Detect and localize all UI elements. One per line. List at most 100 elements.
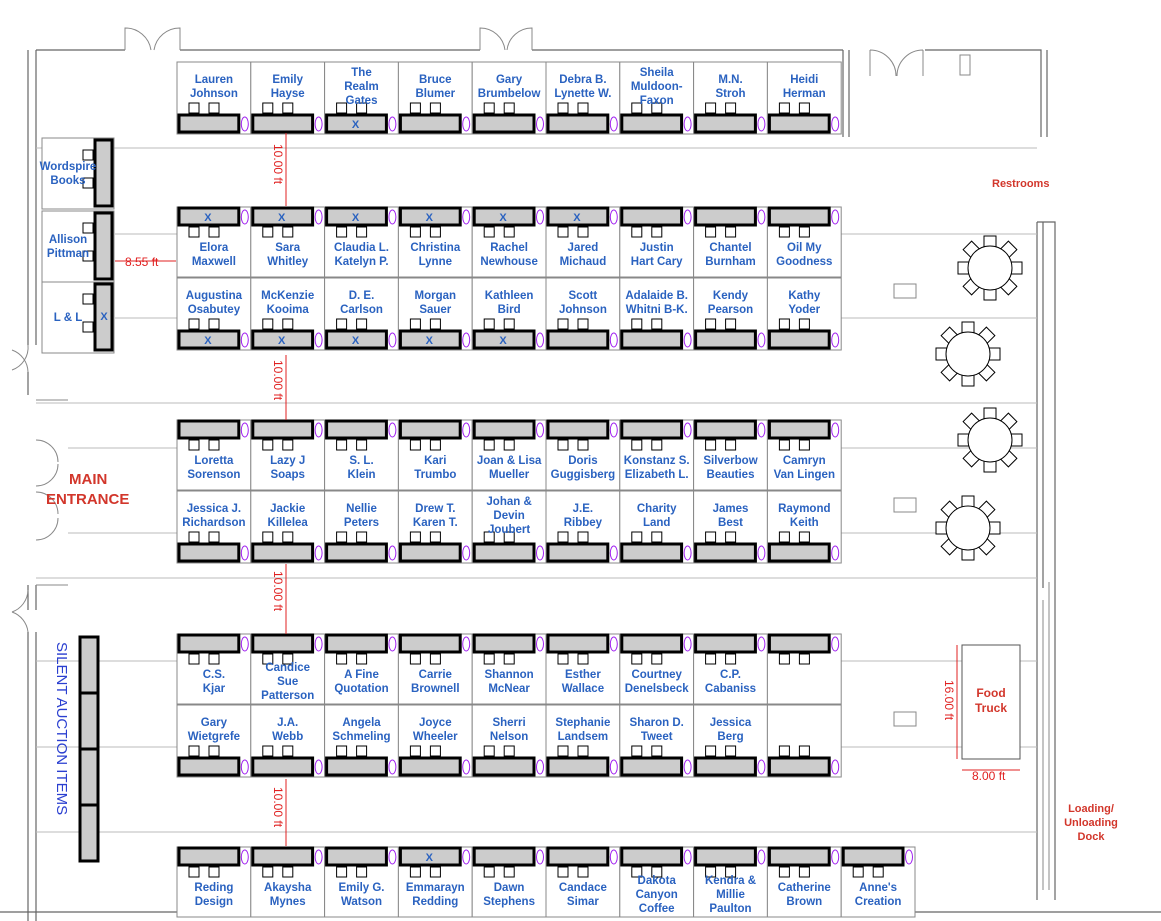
trash-can [609,116,618,132]
chair [778,866,790,878]
booth[interactable]: Adalaide B.Whitni B-K. [619,277,695,351]
booth-name: S. L. [349,455,373,467]
trash-can [831,209,840,225]
chair [725,653,737,665]
chair [336,866,348,878]
chair [356,102,368,114]
booth[interactable]: C.S.Kjar [176,633,252,705]
booth[interactable]: J.A.Webb [250,704,326,778]
chair [631,531,643,543]
side-booth[interactable]: XL & L [41,281,115,354]
booth[interactable]: Drew T.Karen T. [397,490,473,564]
booth-name: Mueller [489,469,530,481]
booth-name: Johnson [190,88,238,100]
booth[interactable]: S. L.Klein [324,419,399,491]
booth[interactable]: Jessica J.Richardson [176,490,252,564]
booth[interactable] [766,633,842,705]
booth[interactable]: Sharon D.Tweet [619,704,695,778]
booth-name: Guggisberg [551,469,616,481]
booth[interactable]: C.P.Cabaniss [693,633,768,705]
booth[interactable]: Emily G.Watson [324,846,399,918]
booth-x-mark: X [204,335,212,347]
booth-table [251,756,315,777]
chair [705,318,717,330]
booth-table [546,756,610,777]
booth-name: Richardson [182,517,245,529]
booth[interactable]: Konstanz S.Elizabeth L. [619,419,695,491]
booth[interactable]: XD. E.Carlson [324,277,399,351]
booth-table [325,846,388,867]
booth[interactable]: Debra B.Lynette W. [545,61,621,135]
booth[interactable]: M.N.Stroh [693,61,768,135]
booth[interactable] [766,704,842,778]
trash-can [609,849,618,865]
chair [778,745,790,757]
booth-table [620,633,684,654]
booth-table [620,846,684,867]
chair [852,866,864,878]
booth-table [472,542,536,563]
booth-table [251,419,315,440]
booth[interactable]: J.E.Ribbey [545,490,621,564]
